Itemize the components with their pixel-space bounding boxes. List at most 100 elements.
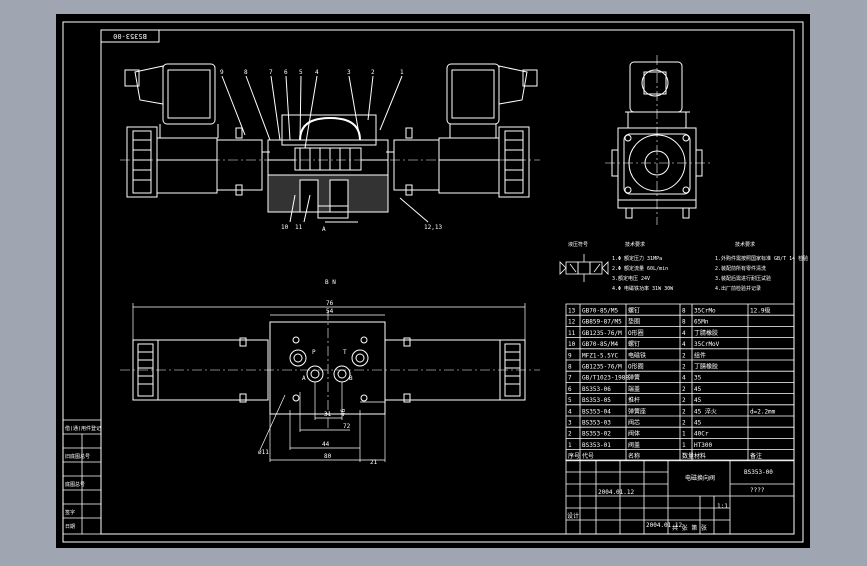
parts-cell-code: BS353-03 xyxy=(582,420,611,427)
top-view-dimensions xyxy=(132,303,526,462)
parts-cell-no: 2 xyxy=(568,431,572,438)
parts-cell-mat: HT300 xyxy=(694,442,712,449)
leader-11: 11 xyxy=(295,224,303,231)
dim-phi11: ø11 xyxy=(258,449,269,456)
strip-label-2: 旧底图总号 xyxy=(65,453,90,460)
parts-cell-qty: 8 xyxy=(682,319,686,326)
port-B: B xyxy=(349,375,353,382)
front-view-leaders: 9 8 7 6 5 4 3 2 1 10 11 12,13 A xyxy=(220,69,442,233)
parts-cell-code: BS353-04 xyxy=(582,408,611,415)
drawing-sheet xyxy=(56,14,810,548)
leader-2: 2 xyxy=(371,69,375,76)
section-view-label: B N xyxy=(325,279,336,286)
parts-cell-no: 13 xyxy=(568,308,576,315)
parts-cell-name: 弹簧座 xyxy=(628,407,646,415)
parts-cell-code: BS353-05 xyxy=(582,397,611,404)
parts-list-grid xyxy=(565,303,795,462)
tech-note-3: 3.额定电压 24V xyxy=(612,275,650,282)
parts-cell-remark: d=2.2mm xyxy=(750,408,776,415)
parts-cell-no: 5 xyxy=(568,397,572,404)
parts-cell-code: BS353-06 xyxy=(582,386,611,393)
strip-label-7: 日期 xyxy=(65,524,75,530)
parts-cell-code: GB70-85/M5 xyxy=(582,308,619,315)
parts-cell-no: 1 xyxy=(568,442,572,449)
top-view-labels: B N 76 54 P T A B 46 31 72 ø11 44 80 21 xyxy=(258,279,378,466)
parts-cell-qty: 2 xyxy=(682,408,686,415)
parts-cell-no: 9 xyxy=(568,352,572,359)
parts-cell-mat: 35 xyxy=(694,375,702,382)
parts-cell-mat: 45 xyxy=(694,420,702,427)
parts-cell-qty: 2 xyxy=(682,364,686,371)
parts-cell-code: GB70-85/M4 xyxy=(582,341,619,348)
parts-cell-name: 阀芯 xyxy=(628,419,640,427)
leader-12-13: 12,13 xyxy=(424,224,442,231)
parts-cell-qty: 2 xyxy=(682,420,686,427)
tech-note-2: 2.Φ 额定流量 60L/min xyxy=(612,265,668,272)
parts-cell-no: 4 xyxy=(568,408,572,415)
parts-cell-mat: 组件 xyxy=(694,351,706,359)
parts-cell-name: 端盖 xyxy=(628,385,640,393)
parts-cell-qty: 2 xyxy=(682,386,686,393)
leader-7: 7 xyxy=(269,69,273,76)
parts-header-mat: 材料 xyxy=(694,452,706,460)
dim-21: 21 xyxy=(370,459,378,466)
parts-cell-mat: 45 xyxy=(694,386,702,393)
port-P: P xyxy=(312,349,316,356)
tech-note-r2: 2.装配前所有零件清洗 xyxy=(715,265,766,272)
parts-cell-no: 3 xyxy=(568,420,572,427)
leader-4: 4 xyxy=(315,69,319,76)
parts-cell-qty: 1 xyxy=(682,431,686,438)
leader-5: 5 xyxy=(299,69,303,76)
title-school: ???? xyxy=(750,487,765,494)
tech-title-right: 技术要求 xyxy=(735,241,755,248)
top-view xyxy=(120,310,540,430)
drawing-number-tag: BS353-00 xyxy=(100,29,160,43)
dim-44: 44 xyxy=(322,441,330,448)
front-view xyxy=(120,63,540,223)
leader-10: 10 xyxy=(281,224,289,231)
part-title: 电磁换向阀 xyxy=(685,474,715,482)
strip-label-4: 底图总号 xyxy=(65,481,85,488)
outer-border xyxy=(62,21,804,543)
parts-cell-name: 螺钉 xyxy=(628,340,640,348)
parts-cell-name: O形圈 xyxy=(628,363,644,371)
tech-note-4: 4.Φ 电磁铁功率 31W 30W xyxy=(612,285,674,292)
parts-cell-qty: 1 xyxy=(682,442,686,449)
parts-cell-mat: 丁腈橡胶 xyxy=(694,363,718,371)
parts-cell-qty: 4 xyxy=(682,330,686,337)
parts-cell-mat: 丁腈橡胶 xyxy=(694,329,718,337)
section-label: A xyxy=(322,226,326,233)
title-designer: 设计 xyxy=(567,512,579,520)
parts-cell-mat: 65Mn xyxy=(694,319,709,326)
parts-cell-mat: 45 xyxy=(694,397,702,404)
parts-cell-qty: 8 xyxy=(682,308,686,315)
parts-cell-code: MFZ1-5.5YC xyxy=(582,352,619,359)
parts-cell-remark: 12.9级 xyxy=(750,307,770,315)
leader-1: 1 xyxy=(400,69,404,76)
parts-cell-no: 7 xyxy=(568,375,572,382)
title-block xyxy=(565,459,795,535)
dim-80: 80 xyxy=(324,453,332,460)
parts-cell-name: 弹簧 xyxy=(628,374,640,382)
parts-cell-name: 螺钉 xyxy=(628,307,640,315)
parts-cell-name: 阀盖 xyxy=(628,441,640,449)
leader-3: 3 xyxy=(347,69,351,76)
parts-cell-name: 垫圈 xyxy=(628,318,640,326)
parts-cell-code: BS353-01 xyxy=(582,442,611,449)
parts-cell-code: GB859-87/M5 xyxy=(582,319,622,326)
parts-cell-qty: 2 xyxy=(682,352,686,359)
port-T: T xyxy=(343,349,347,356)
parts-cell-no: 8 xyxy=(568,364,572,371)
parts-cell-name: O形圈 xyxy=(628,329,644,337)
parts-cell-mat: 45 淬火 xyxy=(694,407,717,415)
parts-cell-no: 11 xyxy=(568,330,576,337)
drawing-number-rotated: BS353-00 xyxy=(113,32,147,40)
parts-cell-mat: 40Cr xyxy=(694,431,709,438)
parts-header-remark: 备注 xyxy=(750,452,762,460)
parts-header-no: 序号 xyxy=(568,452,580,460)
title-block-text: 电磁换向阀 BS353-00 ???? 1:1 2004.01.12 2004.… xyxy=(567,469,773,532)
title-date-2: 2004.01.12 xyxy=(646,522,683,529)
leader-9: 9 xyxy=(220,69,224,76)
title-date: 2004.01.12 xyxy=(598,489,635,496)
